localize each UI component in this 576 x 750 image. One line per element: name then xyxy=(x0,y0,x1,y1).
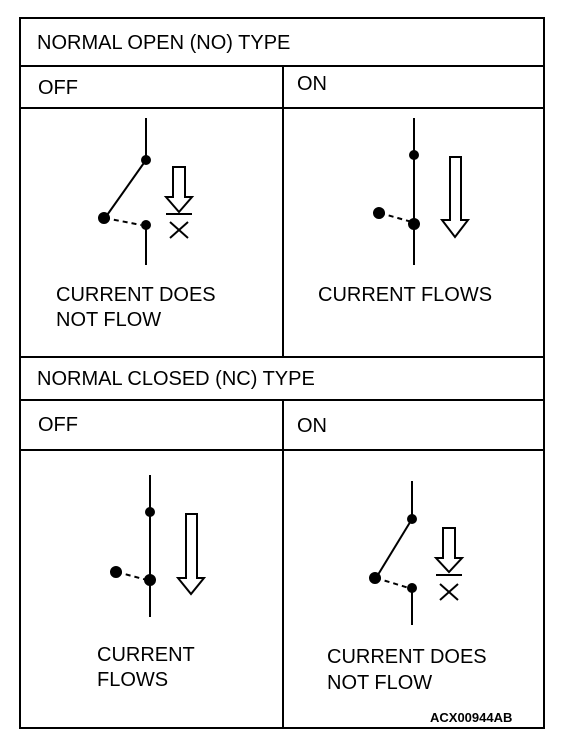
divider-nc-column xyxy=(282,399,284,727)
nc-on-caption-line2: NOT FLOW xyxy=(327,672,433,694)
nc-off-caption-line1: CURRENT xyxy=(97,644,195,666)
no-on-current-arrow xyxy=(439,156,471,239)
diagram-frame xyxy=(19,17,545,729)
no-off-label: OFF xyxy=(38,77,78,99)
no-off-caption-line2: NOT FLOW xyxy=(56,309,162,331)
no-on-switch-symbol xyxy=(373,118,420,265)
no-type-header: NORMAL OPEN (NO) TYPE xyxy=(37,32,291,54)
nc-on-blocked-arrow xyxy=(433,527,465,601)
nc-off-switch-symbol xyxy=(110,475,156,617)
no-on-label: ON xyxy=(297,73,327,95)
nc-on-caption-line1: CURRENT DOES xyxy=(327,646,487,668)
nc-on-label: ON xyxy=(297,415,327,437)
divider-nc-header xyxy=(21,356,543,358)
nc-off-caption-line2: FLOWS xyxy=(97,669,169,691)
no-off-caption-line1: CURRENT DOES xyxy=(56,284,216,306)
figure-code: ACX00944AB xyxy=(430,710,513,725)
nc-off-label: OFF xyxy=(38,414,78,436)
no-off-switch-symbol xyxy=(98,118,151,265)
nc-off-current-arrow xyxy=(175,513,207,596)
divider-no-column xyxy=(282,65,284,356)
nc-type-header: NORMAL CLOSED (NC) TYPE xyxy=(37,368,315,390)
no-off-blocked-arrow xyxy=(163,166,195,239)
no-on-caption-line1: CURRENT FLOWS xyxy=(318,284,493,306)
nc-on-switch-symbol xyxy=(369,481,417,625)
